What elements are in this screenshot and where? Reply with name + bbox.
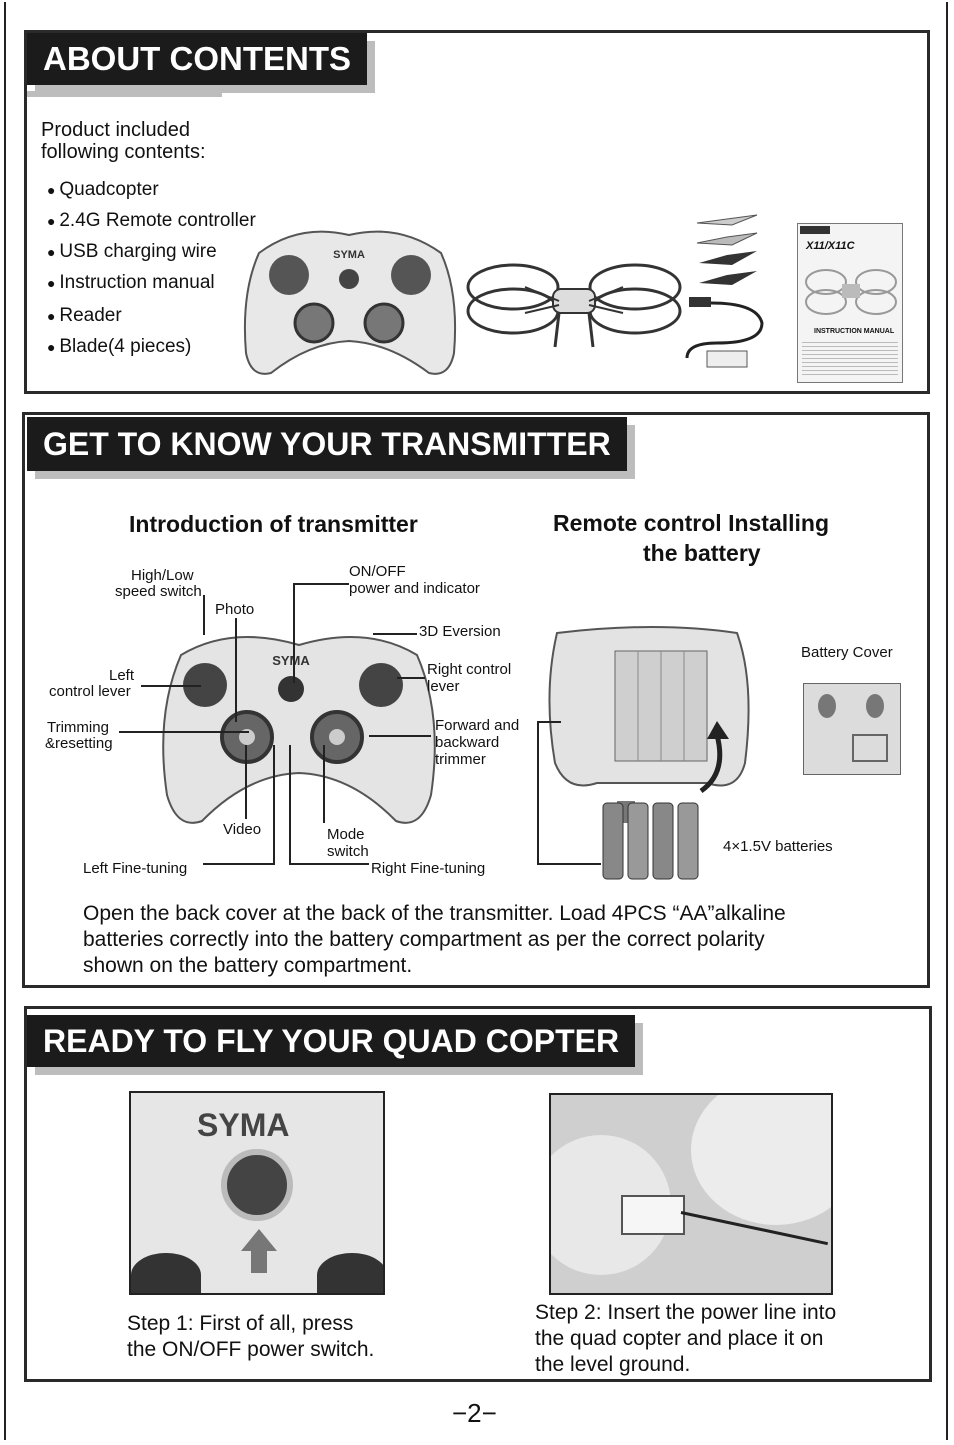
line-forward: [369, 735, 431, 737]
transmitter-diagram: SYMA: [162, 636, 436, 824]
label-video: Video: [223, 821, 262, 838]
remote-controller-illustration: SYMA: [243, 230, 457, 375]
line-photo: [235, 618, 237, 722]
line-mode: [323, 745, 325, 823]
manual-logo: [800, 226, 830, 234]
step2-photo: [549, 1093, 833, 1295]
content-item-blades: Blade(4 pieces): [47, 336, 191, 358]
intro-heading: Introduction of transmitter: [129, 511, 418, 537]
label-batteries: 4×1.5V batteries: [723, 838, 833, 855]
content-item-quadcopter: Quadcopter: [47, 179, 158, 201]
line-right-fine-h: [289, 863, 369, 865]
label-right-lever-1: Right control: [427, 661, 512, 678]
label-3d-eversion: 3D Eversion: [419, 623, 501, 640]
manual-title: X11/X11C: [806, 240, 855, 252]
label-left-lever-2: control lever: [49, 683, 131, 700]
label-trimming-1: Trimming: [47, 719, 109, 736]
ready-section: READY TO FLY YOUR QUAD COPTER SYMA Step …: [24, 1006, 932, 1382]
line-battery-bottom: [537, 863, 601, 865]
line-right-lever: [397, 677, 425, 679]
step1-line-2: the ON/OFF power switch.: [127, 1338, 375, 1361]
battery-heading-1: Remote control Installing: [553, 510, 830, 536]
label-mode-1: Mode: [327, 826, 365, 843]
battery-compartment-diagram: [548, 626, 750, 823]
about-title-shadow: [27, 91, 222, 97]
battery-heading-2: the battery: [643, 540, 761, 566]
label-on-off-2: power and indicator: [349, 580, 480, 597]
line-eversion: [373, 633, 417, 635]
manual-text-lines: [802, 342, 898, 378]
label-fwd-1: Forward and: [435, 717, 520, 734]
about-intro-1: Product included: [41, 119, 190, 141]
label-high-low-2: speed switch: [115, 583, 202, 600]
label-mode-2: switch: [327, 843, 369, 860]
label-right-lever-2: lever: [427, 678, 460, 695]
content-item-remote: 2.4G Remote controller: [47, 210, 255, 232]
step1-brand: SYMA: [197, 1107, 290, 1143]
step2-line-1: Step 2: Insert the power line into: [535, 1301, 837, 1324]
line-battery-v: [537, 721, 539, 865]
label-on-off-1: ON/OFF: [349, 563, 406, 580]
hand-right-shape: [691, 1095, 831, 1225]
line-trimming: [119, 731, 249, 733]
right-pad-shape: [317, 1253, 383, 1293]
line-video: [245, 745, 247, 819]
cover-clip-left: [818, 694, 836, 718]
content-item-reader: Reader: [47, 305, 121, 327]
about-section: ABOUT CONTENTS Product included followin…: [24, 30, 930, 394]
line-high-low: [203, 595, 205, 635]
line-left-fine-h: [203, 863, 275, 865]
power-button-icon: [221, 1149, 293, 1221]
arrow-up-stem: [251, 1249, 267, 1273]
instruction-manual-illustration: X11/X11C INSTRUCTION MANUAL: [797, 223, 903, 383]
instruction-line-3: shown on the battery compartment.: [83, 954, 413, 977]
arrow-up-icon: [241, 1229, 277, 1251]
label-photo: Photo: [215, 601, 255, 618]
step1-photo: SYMA: [129, 1091, 385, 1295]
instruction-line-2: batteries correctly into the battery com…: [83, 928, 765, 951]
manual-heading: INSTRUCTION MANUAL: [814, 328, 895, 335]
line-left-fine: [273, 745, 275, 865]
label-left-fine: Left Fine-tuning: [83, 860, 188, 877]
content-item-usb: USB charging wire: [47, 241, 216, 263]
batteries-illustration: [602, 802, 699, 880]
label-right-fine: Right Fine-tuning: [371, 860, 486, 877]
label-left-lever-1: Left: [109, 667, 135, 684]
line-onoff-h: [293, 583, 349, 585]
instruction-line-1: Open the back cover at the back of the t…: [83, 902, 786, 925]
line-battery-top: [537, 721, 561, 723]
line-left-lever: [141, 685, 201, 687]
content-item-manual: Instruction manual: [47, 272, 214, 294]
label-fwd-2: backward: [435, 734, 500, 751]
line-onoff-v: [293, 583, 295, 683]
page-number: −2−: [452, 1398, 497, 1428]
ready-title: READY TO FLY YOUR QUAD COPTER: [27, 1015, 636, 1067]
about-title: ABOUT CONTENTS: [27, 33, 367, 85]
manual-quadcopter-image: [805, 269, 897, 315]
label-trimming-2: &resetting: [45, 735, 113, 752]
transmitter-title: GET TO KNOW YOUR TRANSMITTER: [27, 417, 627, 471]
transmitter-section: GET TO KNOW YOUR TRANSMITTER Introductio…: [22, 412, 930, 988]
line-right-fine: [289, 745, 291, 865]
connector-shape: [621, 1195, 685, 1235]
battery-cover-illustration: [803, 683, 901, 775]
step2-line-3: the level ground.: [535, 1353, 691, 1376]
blades-usb-reader-illustration: [685, 214, 764, 368]
label-high-low-1: High/Low: [131, 567, 194, 584]
label-battery-cover: Battery Cover: [801, 644, 893, 661]
quadcopter-illustration: [466, 263, 682, 348]
controller-brand: SYMA: [333, 249, 365, 261]
page-frame: [4, 2, 948, 1440]
transmitter-brand: SYMA: [272, 653, 310, 668]
label-fwd-3: trimmer: [435, 751, 486, 768]
step1-line-1: Step 1: First of all, press: [127, 1312, 354, 1335]
left-pad-shape: [131, 1253, 201, 1293]
cover-window: [852, 734, 888, 762]
cover-clip-right: [866, 694, 884, 718]
step2-line-2: the quad copter and place it on: [535, 1327, 824, 1350]
about-intro-2: following contents:: [41, 141, 206, 163]
